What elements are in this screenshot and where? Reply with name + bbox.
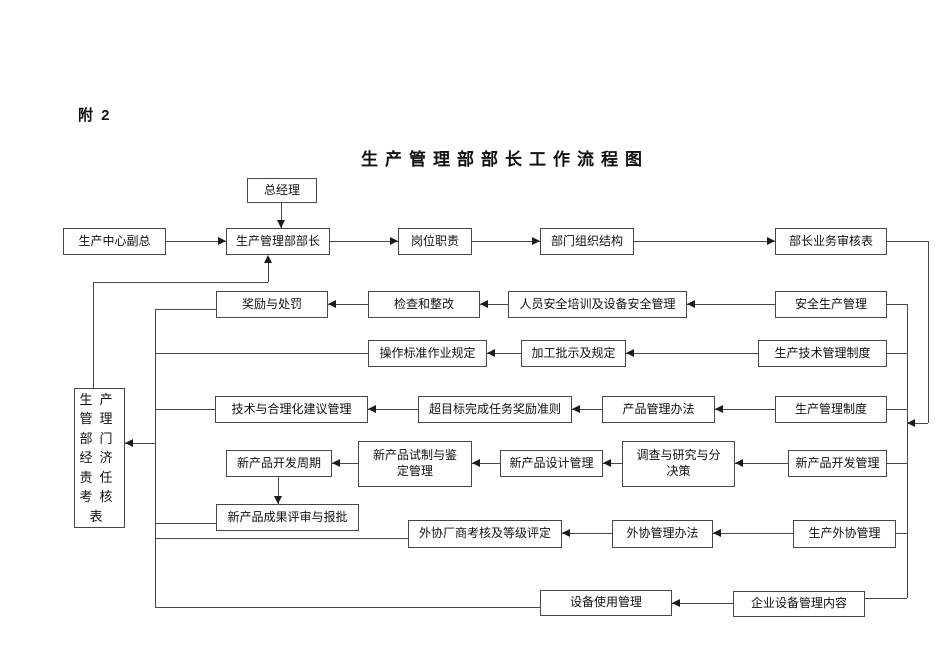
arrow-left-head: [626, 349, 634, 357]
node-new-product-dev-cycle: 新产品开发周期: [226, 450, 332, 477]
node-processing-instructions: 加工批示及规定: [521, 340, 626, 367]
arrow-right-head: [767, 237, 775, 245]
line-outsourcing-to-right-trunk: [896, 533, 907, 534]
arrow-left-head: [715, 405, 723, 413]
inner-right-trunk-line: [907, 304, 908, 598]
page-title: 生产管理部部长工作流程图: [361, 150, 649, 169]
node-outsourcing-mgmt: 生产外协管理: [793, 520, 896, 548]
node-department-org-structure: 部门组织结构: [540, 228, 634, 255]
node-product-mgmt-measures: 产品管理办法: [602, 396, 715, 423]
line-achievement-to-left-trunk: [155, 523, 216, 524]
arrow-trunk-to-assessment-shaft: [125, 443, 155, 444]
arrow-devcycle-to-achievement-shaft: [278, 477, 279, 504]
arrow-left-head: [687, 300, 695, 308]
arrow-feedback-to-director-shaft: [268, 261, 269, 282]
node-tech-rationalization: 技术与合理化建议管理: [215, 396, 368, 423]
node-new-product-design: 新产品设计管理: [500, 450, 603, 477]
arrow-techsys-to-procinst-shaft: [626, 353, 758, 354]
node-department-director: 生产管理部部长: [226, 228, 330, 255]
line-opstd-to-left-trunk: [155, 353, 368, 354]
node-investigation-decision: 调查与研究与分 决策: [622, 441, 735, 487]
arrow-right-head: [532, 237, 540, 245]
arrow-left-head: [572, 405, 580, 413]
arrow-safety-to-training-shaft: [687, 304, 775, 305]
outer-right-trunk-line: [928, 241, 929, 423]
node-outsourcing-measures: 外协管理办法: [612, 520, 713, 548]
arrow-outmeasures-to-vendoreval-shaft: [562, 533, 612, 534]
arrow-prodsys-to-measures-shaft: [715, 409, 775, 410]
line-newdev-to-right-trunk: [887, 463, 907, 464]
line-vendoreval-to-left-trunk: [155, 538, 408, 539]
arrow-left-head: [713, 529, 721, 537]
left-trunk-line: [155, 309, 156, 607]
arrow-up-head: [264, 255, 272, 263]
node-vendor-evaluation: 外协厂商考核及等级评定: [408, 520, 562, 548]
arrow-equipcontent-to-equipuse-shaft: [672, 603, 733, 604]
feedback-horizontal-line: [93, 282, 268, 283]
arrow-gm-to-director-shaft: [281, 203, 282, 228]
node-production-mgmt-system: 生产管理制度: [775, 396, 887, 423]
arrow-vp-to-director-shaft: [166, 241, 226, 242]
node-economic-assessment-table: 生产 管理 部门 经济 责任 考核 表: [74, 388, 125, 528]
node-production-tech-system: 生产技术管理制度: [758, 340, 887, 367]
line-safety-to-right-trunk: [887, 304, 907, 305]
arrow-right-head: [390, 237, 398, 245]
arrow-outmgmt-to-outmeasures-shaft: [713, 533, 793, 534]
arrow-left-head: [562, 529, 570, 537]
arrow-training-to-inspect-shaft: [480, 304, 508, 305]
arrow-director-to-duties-shaft: [330, 241, 398, 242]
line-equipuse-to-left-trunk: [155, 607, 540, 608]
line-techsys-to-right-trunk: [887, 353, 907, 354]
line-equipcontent-to-right-trunk: [865, 598, 907, 599]
node-personnel-safety-training: 人员安全培训及设备安全管理: [508, 291, 687, 318]
arrow-left-head: [328, 300, 336, 308]
node-over-target-reward: 超目标完成任务奖励准则: [418, 396, 572, 423]
arrow-left-head: [368, 405, 376, 413]
node-operation-standard: 操作标准作业规定: [368, 340, 487, 367]
line-reward-to-left-trunk: [155, 309, 216, 310]
node-safety-production-mgmt: 安全生产管理: [775, 291, 887, 318]
arrow-overtarget-to-techsuggest-shaft: [368, 409, 418, 410]
node-inspection-rectification: 检查和整改: [368, 291, 480, 318]
line-audit-to-outer-trunk: [887, 241, 928, 242]
node-job-duties: 岗位职责: [398, 228, 472, 255]
arrow-left-head: [907, 419, 915, 427]
arrow-outer-to-inner-trunk-shaft: [907, 423, 928, 424]
arrow-left-head: [332, 459, 340, 467]
arrow-design-to-trial-shaft: [472, 463, 500, 464]
feedback-vertical-line: [93, 282, 94, 388]
arrow-newdev-to-investigation-shaft: [735, 463, 788, 464]
node-production-center-vp: 生产中心副总: [63, 228, 166, 255]
arrow-inspect-to-reward-shaft: [328, 304, 368, 305]
line-prodsys-to-right-trunk: [887, 409, 907, 410]
arrow-procinst-to-opstd-shaft: [487, 353, 521, 354]
arrow-org-to-audit-shaft: [634, 241, 775, 242]
node-new-product-trial: 新产品试制与鉴 定管理: [358, 441, 472, 487]
arrow-left-head: [603, 459, 611, 467]
arrow-left-head: [480, 300, 488, 308]
arrow-trial-to-devcycle-shaft: [332, 463, 358, 464]
arrow-investigation-to-design-shaft: [603, 463, 622, 464]
node-achievement-review: 新产品成果评审与报批: [216, 504, 359, 531]
node-enterprise-equipment: 企业设备管理内容: [733, 591, 865, 617]
node-reward-punishment: 奖励与处罚: [216, 291, 328, 318]
arrow-left-head: [125, 439, 133, 447]
arrow-left-head: [735, 459, 743, 467]
arrow-left-head: [472, 459, 480, 467]
arrow-left-head: [487, 349, 495, 357]
arrow-down-head: [274, 496, 282, 504]
arrow-right-head: [218, 237, 226, 245]
node-general-manager: 总经理: [247, 178, 317, 203]
node-director-business-audit-table: 部长业务审核表: [775, 228, 887, 255]
node-equipment-use: 设备使用管理: [540, 590, 672, 616]
line-techsuggest-to-left-trunk: [155, 409, 215, 410]
appendix-label: 附 2: [78, 107, 112, 124]
arrow-measures-to-overtarget-shaft: [572, 409, 602, 410]
arrow-left-head: [672, 599, 680, 607]
arrow-duties-to-org-shaft: [472, 241, 540, 242]
arrow-down-head: [277, 220, 285, 228]
node-new-product-dev-mgmt: 新产品开发管理: [788, 450, 887, 477]
